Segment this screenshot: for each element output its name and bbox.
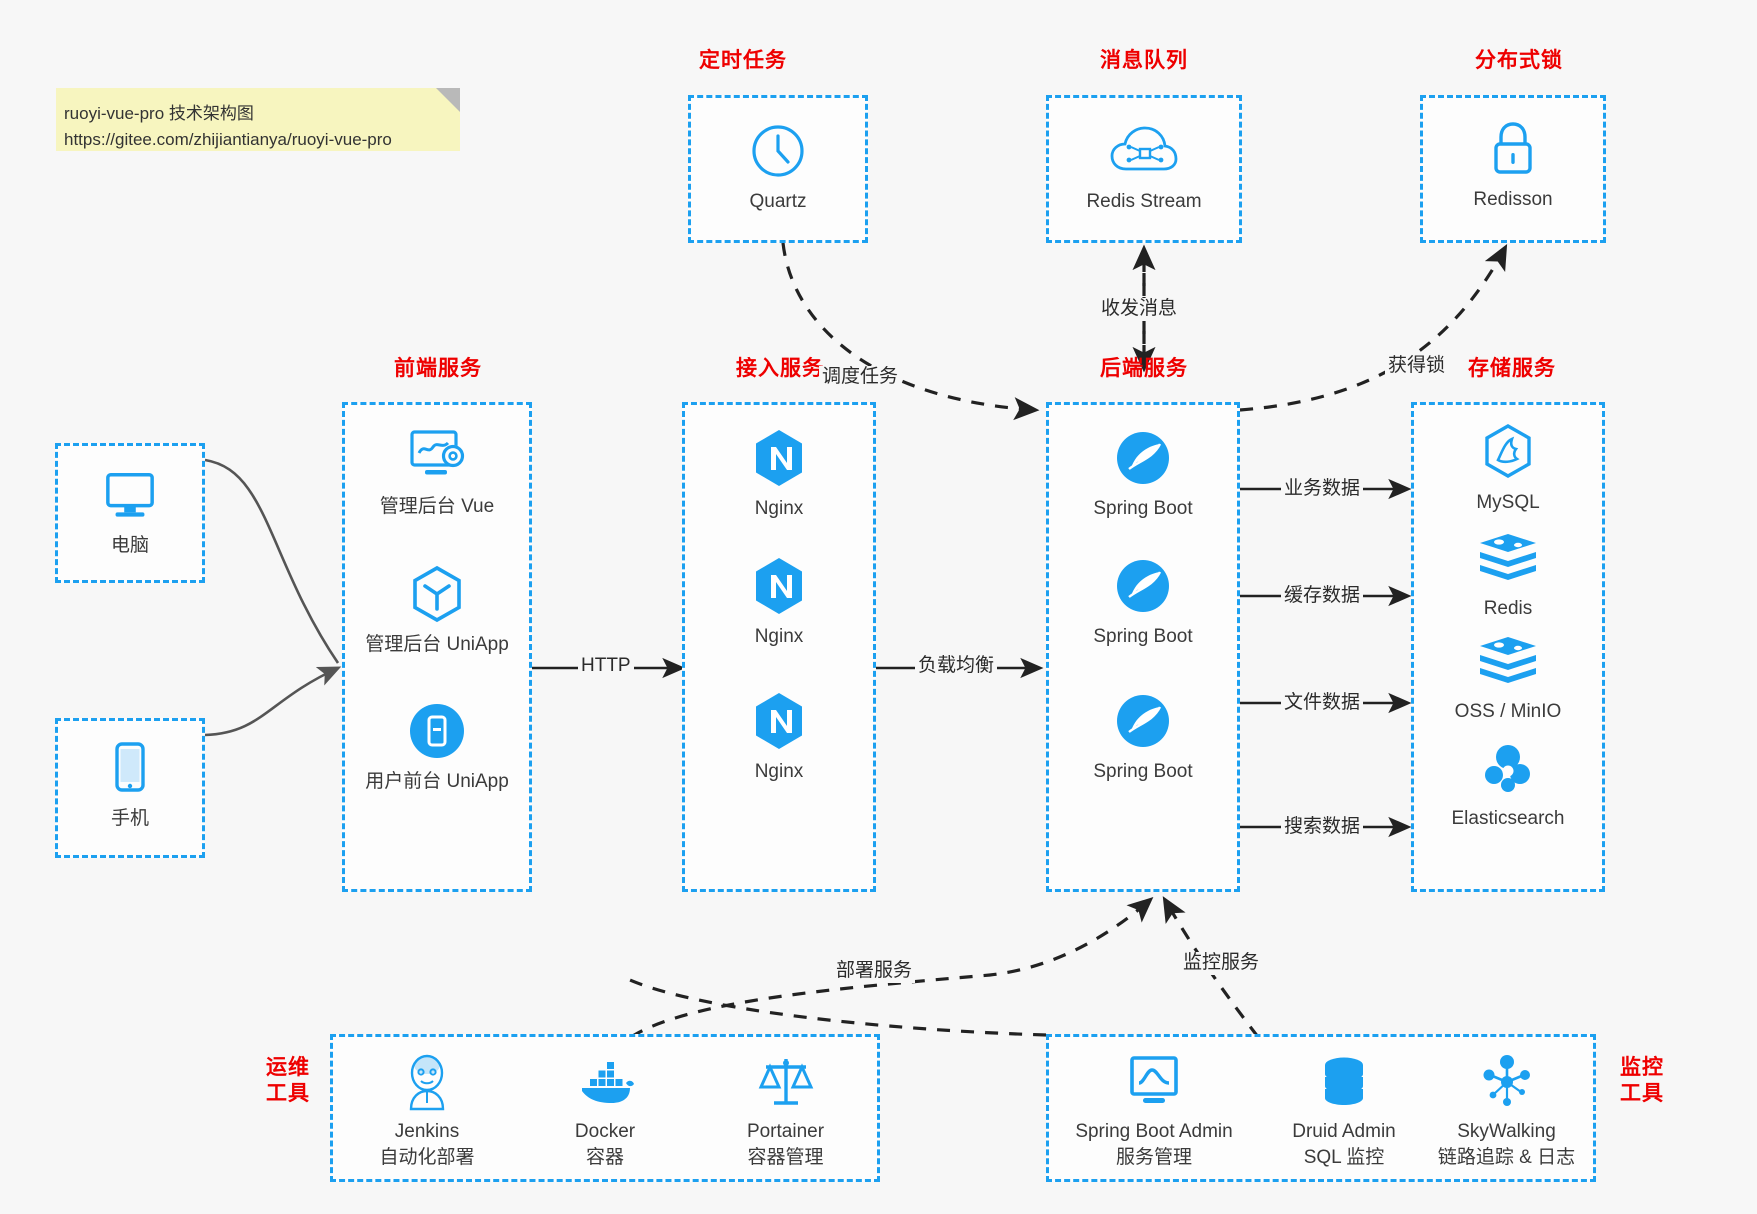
redisson-label: Redisson	[1473, 189, 1553, 210]
mysql-label: MySQL	[1476, 492, 1540, 513]
frontend-admin-vue-label: 管理后台 Vue	[379, 496, 495, 517]
note-line-title: ruoyi-vue-pro 技术架构图	[64, 104, 254, 123]
group-title-storage: 存储服务	[1468, 357, 1556, 380]
skywalking-node-icon	[1419, 1051, 1594, 1113]
group-title-message-queue: 消息队列	[1100, 49, 1188, 72]
client-mobile-label: 手机	[110, 808, 149, 829]
edge-label-monitor-service: 监控服务	[1180, 952, 1263, 975]
group-title-scheduled-task: 定时任务	[699, 49, 787, 72]
portainer-scale-icon	[703, 1051, 868, 1113]
monitor-skywalking-label: SkyWalking	[1457, 1121, 1556, 1142]
client-desktop-box[interactable]: 电脑	[55, 443, 205, 583]
note-fold-corner	[436, 88, 460, 112]
desktop-computer-icon	[58, 464, 202, 526]
group-storage-box[interactable]: MySQL Redis	[1411, 402, 1605, 892]
monitor-druid-label: Druid Admin	[1292, 1121, 1396, 1142]
frontend-admin-uniapp-label: 管理后台 UniApp	[365, 634, 509, 655]
nginx-icon	[685, 555, 873, 617]
spring-boot-label-2: Spring Boot	[1093, 626, 1193, 647]
monitor-skywalking-sub: 链路追踪 & 日志	[1437, 1147, 1576, 1169]
redis-stream-label: Redis Stream	[1086, 191, 1202, 212]
spring-boot-label-1: Spring Boot	[1093, 498, 1193, 519]
mysql-dolphin-icon	[1414, 421, 1602, 483]
note-line-url: https://gitee.com/zhijiantianya/ruoyi-vu…	[64, 130, 392, 150]
devops-docker-sub: 容器	[585, 1147, 624, 1169]
edge-label-load-balance: 负载均衡	[915, 655, 998, 678]
devops-item-jenkins[interactable]: Jenkins 自动化部署	[347, 1051, 507, 1171]
dashboard-vue-icon	[345, 425, 529, 487]
group-title-devops-line1: 运维	[266, 1056, 310, 1079]
edge-label-http: HTTP	[578, 655, 634, 678]
frontend-user-uniapp-label: 用户前台 UniApp	[365, 771, 509, 792]
quartz-label: Quartz	[749, 191, 807, 212]
elasticsearch-icon	[1414, 737, 1602, 799]
lock-icon	[1423, 118, 1603, 180]
redis-stack-icon	[1414, 527, 1602, 589]
jenkins-butler-icon	[347, 1051, 507, 1113]
spring-boot-admin-icon	[1059, 1051, 1249, 1113]
monitor-sba-label: Spring Boot Admin	[1075, 1121, 1233, 1142]
devops-item-docker[interactable]: Docker 容器	[525, 1051, 685, 1171]
devops-docker-label: Docker	[574, 1121, 636, 1142]
spring-boot-icon	[1049, 427, 1237, 489]
group-title-monitor-line2: 工具	[1620, 1082, 1664, 1106]
client-mobile-box[interactable]: 手机	[55, 718, 205, 858]
edge-label-schedule-task: 调度任务	[819, 366, 902, 389]
monitor-item-sba[interactable]: Spring Boot Admin 服务管理	[1059, 1051, 1249, 1171]
cloud-stream-icon	[1049, 120, 1239, 182]
monitor-druid-sub: SQL 监控	[1303, 1147, 1385, 1169]
uniapp-hexagon-icon	[345, 563, 529, 625]
group-title-monitor-line1: 监控	[1620, 1056, 1664, 1079]
group-scheduled-task-box[interactable]: Quartz	[688, 95, 868, 243]
druid-database-icon	[1264, 1051, 1424, 1113]
group-devops-box[interactable]: Jenkins 自动化部署 Docker 容器	[330, 1034, 880, 1182]
group-title-devops: 运维 工具	[258, 1055, 318, 1108]
nginx-icon	[685, 690, 873, 752]
clock-icon	[691, 120, 865, 182]
group-title-frontend: 前端服务	[394, 357, 482, 380]
redis-label: Redis	[1483, 598, 1533, 619]
group-distributed-lock-box[interactable]: Redisson	[1420, 95, 1606, 243]
nginx-label-3: Nginx	[754, 761, 804, 782]
group-title-monitor: 监控 工具	[1612, 1055, 1672, 1108]
mobile-phone-icon	[58, 737, 202, 799]
group-title-distributed-lock: 分布式锁	[1475, 49, 1563, 72]
monitor-item-druid[interactable]: Druid Admin SQL 监控	[1264, 1051, 1424, 1171]
diagram-note: ruoyi-vue-pro 技术架构图 https://gitee.com/zh…	[56, 88, 460, 151]
nginx-icon	[685, 427, 873, 489]
devops-item-portainer[interactable]: Portainer 容器管理	[703, 1051, 868, 1171]
edge-label-deploy-service: 部署服务	[833, 960, 916, 983]
oss-minio-label: OSS / MinIO	[1454, 701, 1562, 722]
nginx-label-2: Nginx	[754, 626, 804, 647]
edge-label-acquire-lock: 获得锁	[1385, 355, 1449, 378]
devops-jenkins-label: Jenkins	[394, 1121, 460, 1142]
group-title-gateway: 接入服务	[736, 357, 824, 380]
edge-label-file-data: 文件数据	[1281, 692, 1364, 715]
devops-portainer-sub: 容器管理	[747, 1147, 824, 1169]
mobile-app-icon	[345, 700, 529, 762]
elasticsearch-label: Elasticsearch	[1451, 808, 1565, 829]
edge-label-send-receive-message: 收发消息	[1098, 298, 1181, 321]
group-frontend-box[interactable]: 管理后台 Vue 管理后台 UniApp 用户前台 UniApp	[342, 402, 532, 892]
spring-boot-icon	[1049, 690, 1237, 752]
edge-label-cache-data: 缓存数据	[1281, 585, 1364, 608]
oss-minio-icon	[1414, 630, 1602, 692]
group-monitor-box[interactable]: Spring Boot Admin 服务管理 Druid Admin SQL 监…	[1046, 1034, 1596, 1182]
monitor-sba-sub: 服务管理	[1115, 1147, 1192, 1169]
devops-portainer-label: Portainer	[746, 1121, 825, 1142]
docker-whale-icon	[525, 1051, 685, 1113]
spring-boot-icon	[1049, 555, 1237, 617]
group-title-backend: 后端服务	[1100, 357, 1188, 380]
group-gateway-box[interactable]: Nginx Nginx Nginx	[682, 402, 876, 892]
group-message-queue-box[interactable]: Redis Stream	[1046, 95, 1242, 243]
spring-boot-label-3: Spring Boot	[1093, 761, 1193, 782]
monitor-item-skywalking[interactable]: SkyWalking 链路追踪 & 日志	[1419, 1051, 1594, 1171]
group-title-devops-line2: 工具	[266, 1082, 310, 1106]
devops-jenkins-sub: 自动化部署	[379, 1147, 475, 1169]
group-backend-box[interactable]: Spring Boot Spring Boot Spring Boot	[1046, 402, 1240, 892]
nginx-label-1: Nginx	[754, 498, 804, 519]
client-desktop-label: 电脑	[110, 535, 149, 556]
edge-label-search-data: 搜索数据	[1281, 816, 1364, 839]
edge-label-business-data: 业务数据	[1281, 478, 1364, 501]
